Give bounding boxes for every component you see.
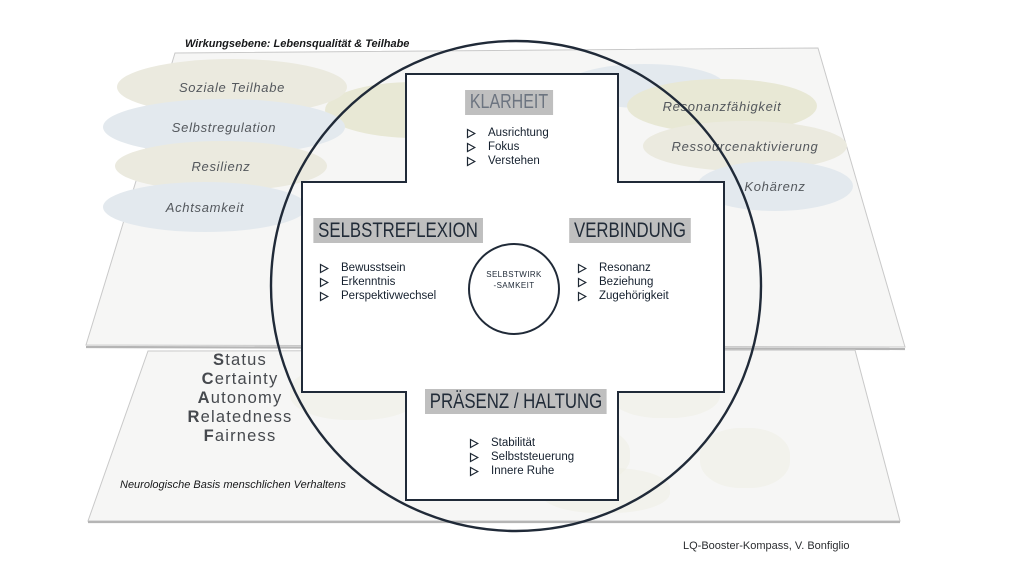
bullet-arrow-icon <box>469 452 479 463</box>
puzzle-shape <box>700 428 790 488</box>
bullet-arrow-icon <box>319 291 329 302</box>
scarf-item: Autonomy <box>197 389 283 407</box>
bubble-label: Soziale Teilhabe <box>178 79 286 95</box>
bubble-label: Selbstregulation <box>171 119 277 135</box>
scarf-list: Status Certainty Autonomy Relatedness Fa… <box>130 351 350 446</box>
quadrant-title-klarheit: KLARHEIT <box>465 90 553 115</box>
list-item: Erkenntnis <box>319 275 436 289</box>
credit-caption: LQ-Booster-Kompass, V. Bonfiglio <box>683 540 850 552</box>
scarf-item: Fairness <box>203 427 277 445</box>
list-item: Perspektivwechsel <box>319 289 436 303</box>
list-item: Selbststeuerung <box>469 450 574 464</box>
bullet-arrow-icon <box>319 277 329 288</box>
list-item: Fokus <box>466 140 549 154</box>
bullet-arrow-icon <box>577 291 587 302</box>
bubble-label: Ressourcenaktivierung <box>671 138 819 154</box>
list-item: Innere Ruhe <box>469 464 574 478</box>
bullet-arrow-icon <box>577 277 587 288</box>
klarheit-items: Ausrichtung Fokus Verstehen <box>466 126 549 169</box>
list-item: Bewusstsein <box>319 261 436 275</box>
puzzle-shape <box>610 368 720 418</box>
bubble-label: Kohärenz <box>744 178 806 194</box>
list-item: Stabilität <box>469 436 574 450</box>
bullet-arrow-icon <box>469 466 479 477</box>
bullet-arrow-icon <box>577 263 587 274</box>
bullet-arrow-icon <box>466 128 476 139</box>
top-plane-caption: Wirkungsebene: Lebensqualität & Teilhabe <box>185 38 410 50</box>
scarf-item: Relatedness <box>187 408 293 426</box>
praesenz-items: Stabilität Selbststeuerung Innere Ruhe <box>469 436 574 479</box>
bullet-arrow-icon <box>319 263 329 274</box>
bottom-plane-caption: Neurologische Basis menschlichen Verhalt… <box>120 479 346 491</box>
bubble-achtsamkeit: Achtsamkeit <box>103 182 307 232</box>
top-plane-edge-shadow <box>85 345 906 351</box>
selbstreflexion-items: Bewusstsein Erkenntnis Perspektivwechsel <box>319 261 436 304</box>
quadrant-title-verbindung: VERBINDUNG <box>569 218 691 243</box>
scarf-item: Certainty <box>201 370 279 388</box>
list-item: Beziehung <box>577 275 669 289</box>
list-item: Zugehörigkeit <box>577 289 669 303</box>
bubble-label: Resonanzfähigkeit <box>662 98 782 114</box>
bullet-arrow-icon <box>466 156 476 167</box>
verbindung-items: Resonanz Beziehung Zugehörigkeit <box>577 261 669 304</box>
quadrant-title-selbstreflexion: SELBSTREFLEXION <box>313 218 483 243</box>
quadrant-title-praesenz-haltung: PRÄSENZ / HALTUNG <box>425 389 607 414</box>
bubble-kohaerenz: Kohärenz <box>697 161 853 211</box>
list-item: Verstehen <box>466 154 549 168</box>
bubble-label: Achtsamkeit <box>165 199 245 215</box>
center-circle-label: SELBSTWIRK -SAMKEIT <box>486 270 542 290</box>
list-item: Resonanz <box>577 261 669 275</box>
bubble-label: Resilienz <box>191 158 251 174</box>
bullet-arrow-icon <box>466 142 476 153</box>
bullet-arrow-icon <box>469 438 479 449</box>
list-item: Ausrichtung <box>466 126 549 140</box>
scarf-item: Status <box>213 351 267 369</box>
